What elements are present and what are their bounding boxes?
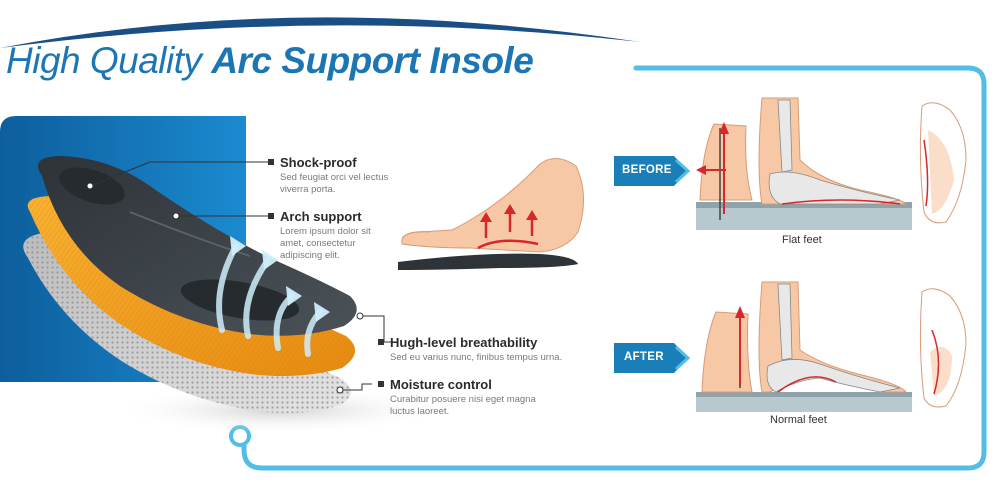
content-frame <box>241 65 987 471</box>
title-bold: Arc Support Insole <box>211 40 534 81</box>
feature-heading: Hugh-level breathability <box>390 335 538 350</box>
foot-on-insole-illustration <box>398 158 585 270</box>
title-regular: High Quality <box>6 40 202 81</box>
callout-lines <box>89 161 396 391</box>
title-swoosh <box>0 17 640 48</box>
feature-moisture-control: Moisture control Curabitur posuere nisi … <box>390 377 536 418</box>
before-tag: BEFORE <box>614 156 691 186</box>
feature-description: Sed eu varius nunc, finibus tempus urna. <box>390 352 563 363</box>
feature-breathability: Hugh-level breathability Sed eu varius n… <box>390 335 562 364</box>
page-title: High Quality Arc Support Insole <box>6 40 534 82</box>
after-tag: AFTER <box>614 343 691 373</box>
after-label: AFTER <box>624 351 664 363</box>
feature-description: Lorem ipsum dolor sit amet, consectetur … <box>280 226 371 261</box>
normal-feet-caption: Normal feet <box>770 414 827 426</box>
feature-heading: Shock-proof <box>280 155 357 170</box>
feature-description: Curabitur posuere nisi eget magna luctus… <box>390 394 536 417</box>
flat-feet-illustration <box>696 97 967 230</box>
flat-feet-caption: Flat feet <box>782 234 822 246</box>
tag-arrow-shape <box>614 343 691 373</box>
feature-heading: Moisture control <box>390 377 492 392</box>
tag-arrow-shape <box>614 156 691 186</box>
feature-heading: Arch support <box>280 209 362 224</box>
before-label: BEFORE <box>622 164 672 176</box>
feature-arch-support: Arch support Lorem ipsum dolor sit amet,… <box>280 209 371 262</box>
feature-shock-proof: Shock-proof Sed feugiat orci vel lectus … <box>280 155 388 196</box>
normal-feet-illustration <box>696 281 967 412</box>
feature-description: Sed feugiat orci vel lectus viverra port… <box>280 172 389 195</box>
